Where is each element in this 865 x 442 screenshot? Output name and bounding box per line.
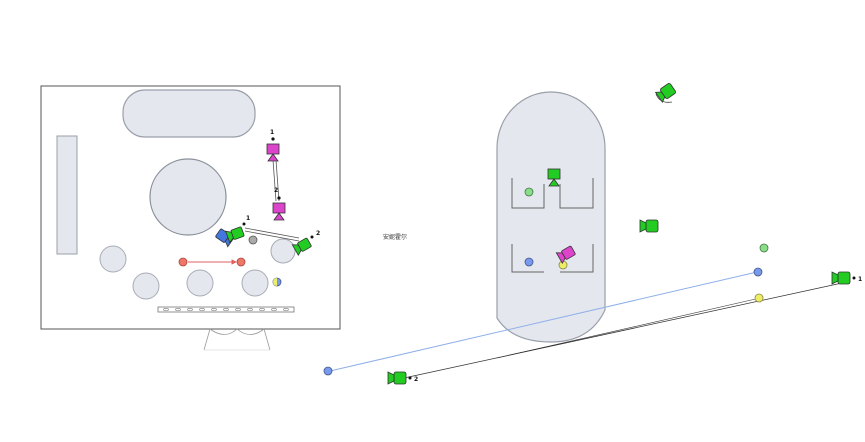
camera-sight-line-shadow — [496, 297, 761, 359]
video-camera-icon[interactable] — [654, 83, 677, 104]
stool-2 — [132, 272, 160, 300]
actor-marker-icon[interactable] — [323, 366, 333, 376]
capsule-set-piece — [496, 91, 606, 343]
bar-rail-holes — [163, 307, 289, 311]
left-counter — [56, 135, 78, 255]
actor-marker-icon[interactable] — [524, 187, 534, 197]
stool-5 — [270, 238, 296, 264]
camera-number-label: 1 — [270, 129, 274, 136]
camera-position-dot — [852, 276, 856, 280]
camera-position-dot — [310, 235, 314, 239]
camera-number-label: 2 — [274, 187, 278, 194]
camera-position-dot — [408, 376, 412, 380]
stool-3 — [186, 269, 214, 297]
entrance-doors — [203, 328, 271, 351]
video-camera-icon[interactable] — [224, 226, 245, 244]
actor-marker-icon[interactable] — [753, 267, 763, 277]
bar-rail — [157, 306, 295, 313]
actor-marker-icon[interactable] — [272, 277, 282, 287]
camera-rotation-arc — [655, 93, 673, 103]
video-camera-icon[interactable] — [291, 237, 312, 257]
green-camera-track — [244, 227, 300, 242]
scene-title: 安妮霍尔 — [383, 233, 407, 241]
actor-marker-icon[interactable] — [754, 293, 764, 303]
video-camera-icon[interactable] — [547, 168, 561, 187]
video-camera-icon[interactable] — [387, 371, 407, 385]
video-camera-icon[interactable] — [639, 219, 659, 233]
camera-number-label: 1 — [858, 276, 862, 283]
actor-marker-icon[interactable] — [178, 257, 188, 267]
perspective-panel: 1 2 — [323, 83, 862, 385]
video-camera-icon[interactable] — [266, 137, 280, 162]
camera-sight-line — [329, 271, 758, 372]
top-oval-table — [122, 89, 256, 138]
actor-marker-icon[interactable] — [759, 243, 769, 253]
camera-number-label: 1 — [246, 215, 250, 222]
video-camera-icon[interactable] — [831, 271, 851, 285]
round-table — [149, 158, 227, 236]
camera-number-label: 2 — [316, 230, 320, 237]
actor-marker-icon[interactable] — [236, 257, 246, 267]
booth-walls — [511, 178, 594, 273]
video-camera-icon[interactable] — [272, 196, 286, 221]
actor-marker-icon[interactable] — [248, 235, 258, 245]
stool-1 — [99, 245, 127, 273]
magenta-camera-track — [272, 159, 280, 202]
camera-position-dot — [242, 222, 246, 226]
camera-sight-line — [403, 282, 843, 379]
video-camera-icon[interactable] — [555, 245, 576, 265]
camera-number-label: 2 — [414, 376, 418, 383]
stool-4 — [241, 269, 269, 297]
actor-marker-icon[interactable] — [524, 257, 534, 267]
floor-plan-panel: 1 2 1 2 — [40, 85, 341, 351]
